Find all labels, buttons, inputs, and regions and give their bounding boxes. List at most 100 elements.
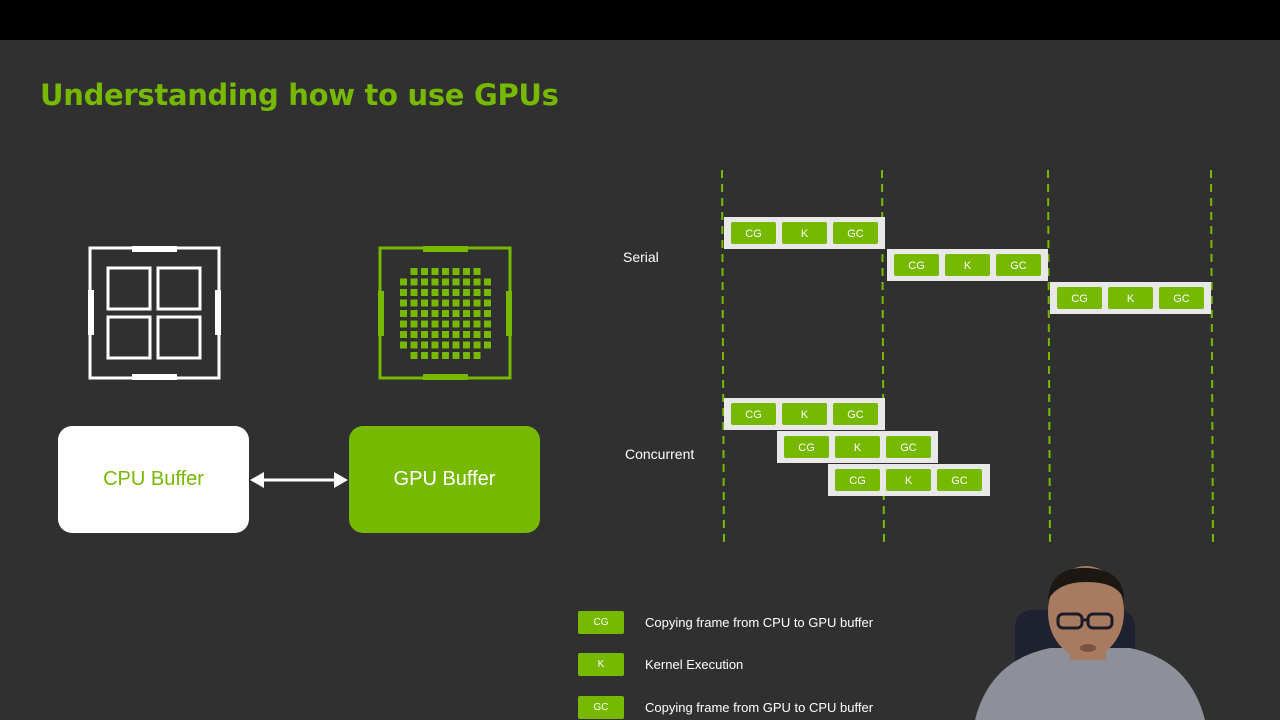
gpu-core-cell (484, 299, 491, 307)
gpu-core-cell (410, 278, 418, 286)
stage-block-k (782, 403, 827, 425)
gpu-core-cell (421, 331, 428, 338)
legend-swatch: CG (578, 611, 624, 634)
gpu-core-cell (431, 289, 439, 296)
stage-block-cg (1057, 287, 1102, 309)
gpu-core-cell (410, 331, 418, 338)
legend-text: Copying frame from CPU to GPU buffer (645, 615, 874, 630)
legend-swatch: K (578, 653, 624, 676)
gpu-core-cell (452, 268, 460, 275)
gpu-core-cell (431, 268, 439, 275)
gpu-buffer-box: GPU Buffer (349, 426, 540, 533)
time-divider-line (1047, 169, 1051, 549)
stage-label: K (801, 228, 809, 240)
gpu-core-cell (452, 299, 460, 307)
gpu-core-cell (463, 278, 470, 286)
stage-block-gc (886, 436, 931, 458)
gpu-core-cell (421, 310, 428, 317)
stage-block-cg (731, 403, 776, 425)
stage-label: GC (900, 442, 917, 454)
gpu-core-cell (452, 289, 460, 296)
gpu-core-cell (421, 352, 428, 359)
stage-block-cg (894, 254, 939, 276)
gpu-core-cell (463, 289, 470, 296)
stage-block-k (886, 469, 931, 491)
gpu-core-cell (421, 320, 428, 328)
gpu-core-cell (410, 320, 418, 328)
gpu-core-cell (484, 310, 491, 317)
cpu-buffer-label: CPU Buffer (103, 468, 204, 490)
stage-block-gc (996, 254, 1041, 276)
gpu-core-cell (431, 299, 439, 307)
gpu-chip-icon (378, 246, 512, 380)
stage-block-k (835, 436, 880, 458)
gpu-core-cell (463, 341, 470, 349)
gpu-core-cell (400, 299, 407, 307)
stage-label: GC (847, 409, 864, 421)
stage-block-gc (937, 469, 982, 491)
stage-label: CG (798, 442, 815, 454)
slide-title: Understanding how to use GPUs (40, 78, 559, 112)
gpu-core-cell (442, 289, 449, 296)
legend-text: Kernel Execution (645, 657, 744, 672)
stage-label: K (964, 260, 972, 272)
gpu-core-cell (452, 310, 460, 317)
stage-label: K (854, 442, 862, 454)
gpu-core-cell (484, 278, 491, 286)
stage-label: CG (908, 260, 925, 272)
gpu-core-cell (473, 341, 481, 349)
time-divider-line (1210, 169, 1214, 549)
gpu-core-cell (400, 278, 407, 286)
gpu-core-cell (473, 278, 481, 286)
gpu-core-cell (452, 278, 460, 286)
serial-label: Serial (623, 249, 659, 265)
gpu-core-cell (410, 299, 418, 307)
gpu-core-cell (463, 331, 470, 338)
presenter-webcam (975, 566, 1205, 720)
gpu-core-cell (473, 352, 481, 359)
gpu-core-cell (473, 289, 481, 296)
gpu-core-cell (473, 268, 481, 275)
gpu-core-cell (400, 331, 407, 338)
gpu-core-cell (473, 320, 481, 328)
gpu-core-cell (463, 268, 470, 275)
gpu-core-cell (400, 320, 407, 328)
stage-block-k (945, 254, 990, 276)
gpu-core-cell (463, 310, 470, 317)
gpu-core-cell (473, 299, 481, 307)
gpu-core-cell (442, 278, 449, 286)
gpu-core-cell (400, 289, 407, 296)
stage-block-k (1108, 287, 1153, 309)
gpu-core-cell (431, 278, 439, 286)
gpu-core-cell (431, 331, 439, 338)
gpu-core-cell (442, 331, 449, 338)
gpu-core-cell (484, 331, 491, 338)
gpu-core-cell (421, 278, 428, 286)
stage-label: K (905, 475, 913, 487)
gpu-core-cell (463, 299, 470, 307)
stage-label: CG (1071, 293, 1088, 305)
gpu-core-cell (442, 320, 449, 328)
gpu-core-cell (431, 310, 439, 317)
gpu-core-cell (473, 310, 481, 317)
stage-block-cg (731, 222, 776, 244)
top-bar (0, 0, 1280, 40)
bidirectional-arrow-icon (250, 472, 348, 488)
legend-text: Copying frame from GPU to CPU buffer (645, 700, 874, 715)
gpu-core-cell (431, 352, 439, 359)
stage-label: K (801, 409, 809, 421)
gpu-core-cell (421, 299, 428, 307)
gpu-core-cell (484, 341, 491, 349)
gpu-core-cell (442, 299, 449, 307)
stage-label: CG (745, 409, 762, 421)
gpu-core-cell (421, 341, 428, 349)
stage-label: GC (1173, 293, 1190, 305)
concurrent-label: Concurrent (625, 446, 695, 462)
gpu-core-cell (410, 268, 418, 275)
legend-item-cg: CG Copying frame from CPU to GPU buffer (578, 611, 873, 634)
stage-label: GC (951, 475, 968, 487)
